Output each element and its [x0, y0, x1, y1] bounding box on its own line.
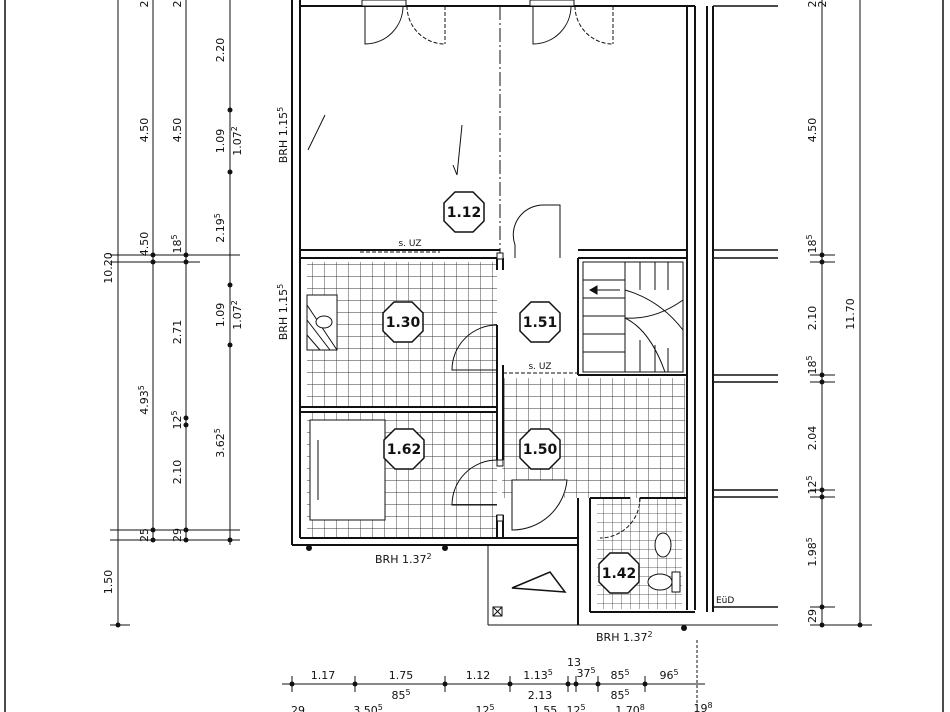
bottom-row3-dim-4: 1.55 [533, 704, 558, 712]
top-doors [361, 0, 614, 45]
svg-text:1.12: 1.12 [447, 205, 482, 221]
right-outer-total: 11.70 [844, 298, 857, 330]
door-1-42-swing [599, 497, 641, 539]
bottom-dim-5: 13 [567, 656, 581, 669]
staircase [582, 261, 684, 373]
left-col4-dim-3: 1.072 [230, 126, 244, 156]
bath-fixture [309, 419, 386, 521]
left-col4-dim-7: 3.625 [213, 428, 227, 458]
right-dim-8: 29 [806, 609, 819, 623]
svg-text:1.50: 1.50 [523, 442, 558, 458]
left-col2-dim-3: 4.935 [137, 385, 151, 415]
left-col2-dim-2: 4.50 [138, 232, 151, 257]
left-col3-dim-5: 2.10 [171, 460, 184, 485]
wc-fixtures [647, 532, 681, 593]
bottom-dimensions [282, 640, 705, 712]
corner-markers [306, 252, 687, 631]
brh-left-mid: BRH 1.155 [276, 284, 290, 341]
room-tag-1-62: 1.62 [383, 428, 425, 470]
right-dim-ticks [819, 252, 863, 628]
bottom-dim-8: 965 [659, 668, 678, 682]
bottom-dim-3: 1.12 [466, 669, 491, 682]
left-col4-dim-1: 2.20 [214, 38, 227, 63]
suz-label-upper: s. UZ [398, 239, 421, 249]
svg-text:1.42: 1.42 [602, 566, 637, 582]
left-col4-dim-2: 1.09 [214, 129, 227, 154]
shower-fixture [306, 294, 338, 351]
bottom-row3-dim-3: 125 [475, 703, 494, 712]
room-tag-1-51: 1.51 [519, 301, 561, 343]
walls [291, 0, 778, 626]
door-1-51-upper [512, 204, 561, 258]
left-col3-dim-3: 2.71 [171, 320, 184, 345]
left-outer-bottom: 1.50 [102, 570, 115, 595]
room-tag-1-50: 1.50 [519, 428, 561, 470]
direction-arrow [452, 124, 463, 176]
left-col4-dim-4: 2.195 [213, 213, 227, 243]
top-partial-3: 2 [806, 1, 819, 8]
top-partial-2: 2 [171, 1, 184, 8]
right-dim-1: 4.50 [806, 118, 819, 143]
bottom-row3-dim-6: 1.708 [615, 703, 645, 712]
left-col4-dim-5: 1.09 [214, 303, 227, 328]
svg-text:1.30: 1.30 [386, 315, 421, 331]
left-outer-total: 10.20 [102, 252, 115, 284]
bottom-row3-dim-5: 125 [566, 703, 585, 712]
bottom-row2-dim-3: 855 [610, 688, 629, 702]
brh-bottom-right: BRH 1.372 [596, 630, 653, 644]
suz-label-lower: s. UZ [528, 362, 551, 372]
window-swing-mark [307, 114, 326, 151]
door-1-50-swing [511, 479, 568, 531]
right-dim-2: 185 [805, 234, 819, 253]
bottom-dim-2: 1.75 [389, 669, 414, 682]
left-col2-dim-4: 25 [138, 528, 151, 542]
room-tag-1-42: 1.42 [598, 552, 640, 594]
bottom-dim-7: 855 [610, 668, 629, 682]
right-dim-6: 125 [805, 475, 819, 494]
left-dimensions [110, 0, 240, 626]
bottom-row3-dim-2: 3.505 [353, 703, 383, 712]
mailbox-cross [492, 606, 503, 617]
eud-label: EüD [716, 596, 734, 606]
door-1-30-swing [451, 324, 498, 371]
right-dim-3: 2.10 [806, 306, 819, 331]
right-dimensions [810, 0, 872, 626]
left-col4-dim-6: 1.072 [230, 300, 244, 330]
bottom-row3-dim-7: 198 [693, 701, 712, 712]
left-col2-dim-1: 4.50 [138, 118, 151, 143]
bottom-row3-dim-1: 29 [291, 704, 305, 712]
left-col3-dim-6: 29 [171, 528, 184, 542]
svg-text:1.51: 1.51 [523, 315, 558, 331]
right-dim-5: 2.04 [806, 426, 819, 451]
door-1-62-swing [451, 459, 498, 506]
bottom-row2-dim-2: 2.13 [528, 689, 553, 702]
left-col3-dim-1: 4.50 [171, 118, 184, 143]
room-tag-1-12: 1.12 [443, 191, 485, 233]
top-partial-1: 2 [138, 1, 151, 8]
bottom-dim-ticks [289, 681, 648, 687]
svg-text:1.62: 1.62 [387, 442, 422, 458]
left-col3-dim-4: 125 [170, 410, 184, 429]
entry-canopy-triangle [511, 571, 567, 593]
bottom-row2-dim-1: 855 [391, 688, 410, 702]
left-dim-ticks [115, 107, 233, 628]
right-dim-4: 185 [805, 355, 819, 374]
bottom-dim-4: 1.135 [523, 668, 553, 682]
brh-left-top: BRH 1.155 [276, 107, 290, 164]
top-partial-4: 2 [816, 1, 829, 8]
right-dim-7: 1.985 [805, 537, 819, 567]
left-col3-dim-2: 185 [170, 234, 184, 253]
bottom-dim-1: 1.17 [311, 669, 336, 682]
bottom-dim-6: 375 [576, 666, 595, 680]
brh-bottom-left: BRH 1.372 [375, 552, 432, 566]
room-tag-1-30: 1.30 [382, 301, 424, 343]
